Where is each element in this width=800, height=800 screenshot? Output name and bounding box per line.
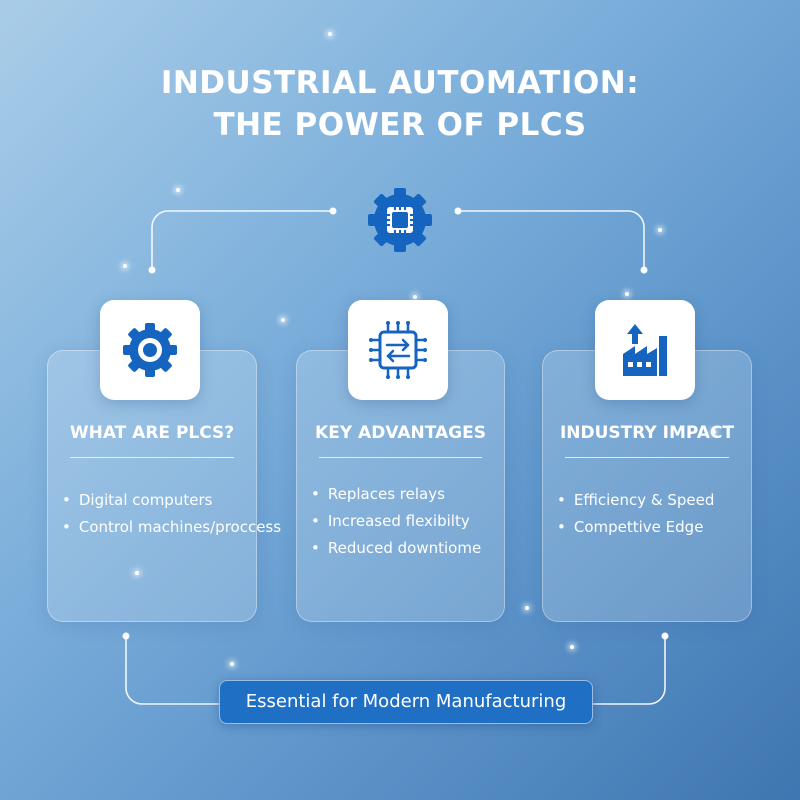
sparkle [135,571,139,575]
connector-dot [148,266,156,274]
connector-dot [640,266,648,274]
list-item: Replaces relays [311,481,496,508]
gear-chip-icon [368,188,432,252]
sparkle [230,662,234,666]
sparkle [281,318,285,322]
connector-bottom-right [591,636,666,705]
card-list: Digital computers Control machines/procc… [62,487,281,541]
factory-icon [623,324,667,376]
footer-banner: Essential for Modern Manufacturing [219,680,593,724]
card-icon-tile [100,300,200,400]
card-icon-tile [595,300,695,400]
list-item: Reduced downtiome [311,535,496,562]
card-list: Efficiency & Speed Compettive Edge [557,487,743,541]
list-item: Efficiency & Speed [557,487,743,514]
sparkle [123,264,127,268]
card-divider [70,457,234,458]
page-title-line-2: THE POWER OF PLCS [213,107,587,143]
sparkle [328,32,332,36]
chip-arrows-icon [369,321,427,379]
connector-dot [329,207,337,215]
sparkle [570,645,574,649]
list-item: Compettive Edge [557,514,743,541]
sparkle [413,295,417,299]
sparkle [625,292,629,296]
connector-top-right [456,210,645,270]
card-title: KEY ADVANTAGES [315,423,486,443]
card-list: Replaces relays Increased flexibilty Red… [311,481,496,562]
connector-top-left [151,210,330,270]
sparkle [712,430,716,434]
gear-icon [123,323,177,377]
card-divider [565,457,729,458]
list-item: Increased flexibilty [311,508,496,535]
connector-bottom-left [125,636,219,705]
card-title: WHAT ARE PLCS? [69,423,235,443]
connector-dot [454,207,462,215]
page-title: INDUSTRIAL AUTOMATION: THE POWER OF PLCS [0,62,800,146]
card-icon-tile [348,300,448,400]
sparkle [658,228,662,232]
sparkle [176,188,180,192]
sparkle [525,606,529,610]
list-item: Digital computers [62,487,248,514]
list-item: Control machines/proccess [62,514,281,541]
connector-dot [122,632,130,640]
page-title-line-1: INDUSTRIAL AUTOMATION: [160,65,640,101]
card-title: INDUSTRY IMPACT [559,423,735,443]
connector-dot [661,632,669,640]
card-divider [319,457,482,458]
